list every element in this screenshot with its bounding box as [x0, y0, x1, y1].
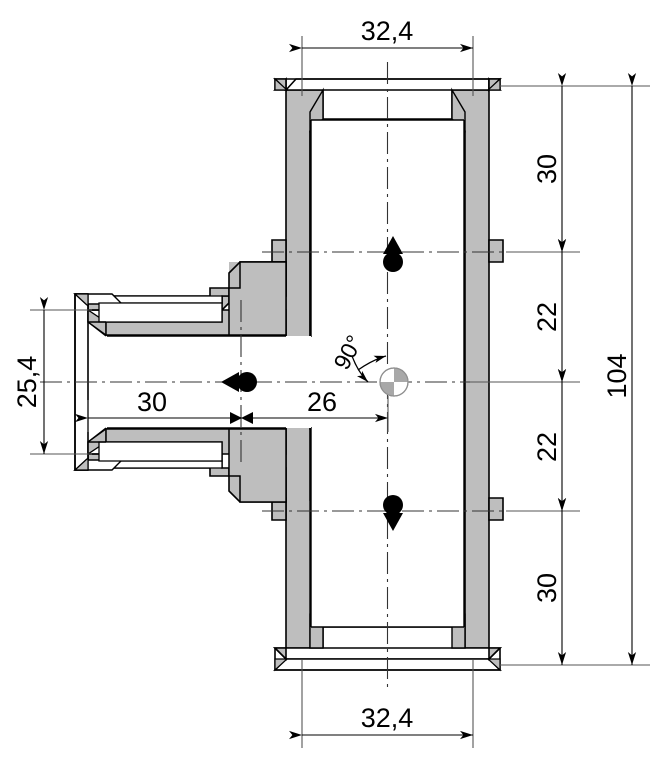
branch-upper-shoulder [228, 261, 287, 336]
branch-lower-shoulder [228, 428, 287, 503]
main-top-right-wedge [486, 77, 501, 91]
bottom-flange-right-pad [488, 647, 502, 661]
axis-node-up-icon [383, 236, 403, 272]
lower-right-socket-step [488, 497, 504, 521]
branch-lower-annulus [98, 441, 223, 462]
dimension-annotations [30, 36, 650, 748]
dim-label-bottom-width: 32,4 [361, 703, 414, 733]
axis-node-down-icon [383, 495, 403, 531]
quadrant-circle-icon [379, 367, 409, 397]
main-top-left-wedge [274, 77, 289, 91]
branch-30-tick-right [230, 412, 242, 424]
main-bottom-left-wedge [274, 658, 289, 672]
branch-flange-taper-top [87, 321, 107, 337]
dim-label-right-lower-mid: 22 [532, 432, 562, 462]
branch-flange-corner-bl [73, 456, 89, 471]
branch-upper-annulus [98, 302, 223, 323]
dim-label-right-lower-end: 30 [532, 573, 562, 603]
upper-left-socket-step [271, 239, 287, 263]
dim-label-branch-height: 25,4 [12, 356, 42, 409]
bottom-flange-left-pad [273, 647, 287, 661]
fitting-body-geometry [73, 77, 504, 672]
branch-flange-taper-bottom [87, 427, 107, 443]
branch-bore-cavity-outline [107, 335, 286, 429]
dim-label-right-upper-mid: 22 [532, 302, 562, 332]
dim-label-top-width: 32,4 [361, 16, 414, 46]
axis-node-left-icon [221, 372, 257, 392]
port-node-markers [221, 236, 403, 531]
dim-label-center-offset: 26 [307, 387, 337, 417]
dim-label-branch-socket: 30 [137, 387, 167, 417]
dim-label-right-upper-end: 30 [532, 154, 562, 184]
angle-leader-lower [351, 355, 369, 383]
dim-label-overall-height: 104 [602, 353, 632, 398]
upper-right-socket-step [488, 239, 504, 263]
angle-leader-upper [357, 355, 387, 371]
branch-flange-corner-tl [73, 293, 89, 308]
